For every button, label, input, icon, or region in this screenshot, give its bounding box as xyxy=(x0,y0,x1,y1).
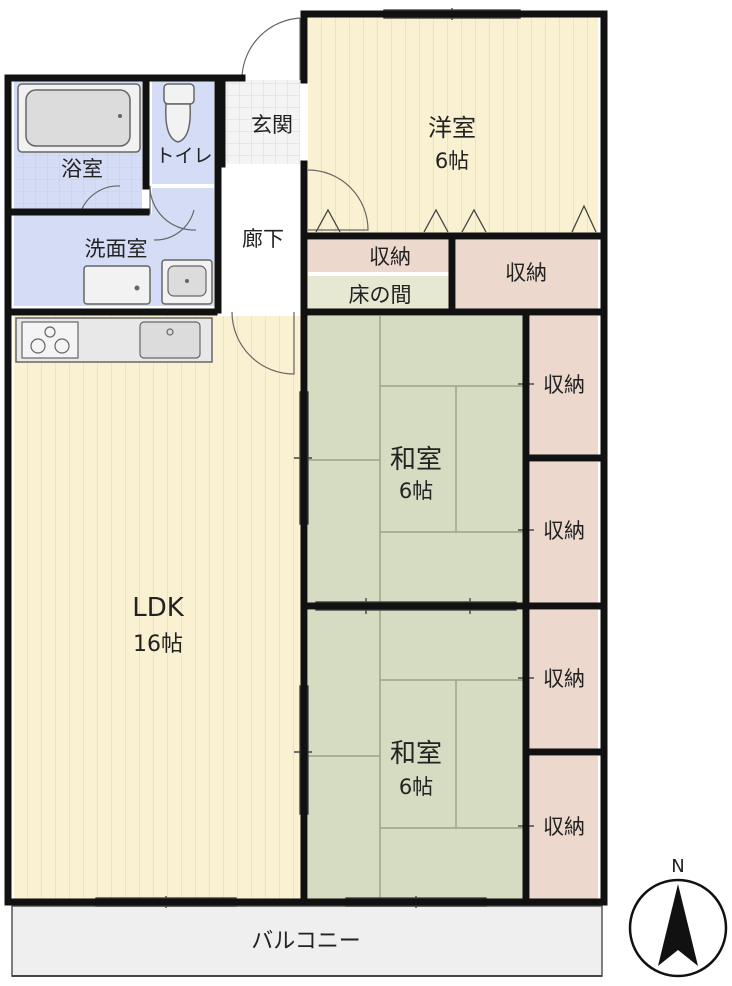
closet-right-floor xyxy=(456,240,598,310)
entrance-floor xyxy=(224,80,300,164)
closet-side-2-floor xyxy=(530,462,598,604)
western-room-floor xyxy=(308,14,598,234)
label-washitsu-lower-size: 6帖 xyxy=(399,775,433,799)
label-balcony: バルコニー xyxy=(251,929,361,954)
washitsu-lower-floor xyxy=(308,610,524,900)
balcony-floor xyxy=(11,905,603,977)
kitchen-counter xyxy=(15,317,213,363)
ldk-floor xyxy=(14,316,302,900)
closet-side-1-floor xyxy=(530,316,598,456)
tatami-lines-lower xyxy=(308,610,524,900)
closet-hall-floor xyxy=(308,240,450,272)
label-closet-hall: 収納 xyxy=(369,245,411,269)
label-closet-side-1: 収納 xyxy=(543,373,585,397)
washroom-floor-upper xyxy=(152,188,214,218)
label-hallway: 廊下 xyxy=(242,227,284,251)
closet-side-3-floor xyxy=(530,610,598,750)
washing-machine-pan xyxy=(83,265,151,305)
bathtub xyxy=(17,83,141,153)
label-ldk-size: 16帖 xyxy=(133,632,183,657)
compass-north-label: N xyxy=(671,856,684,877)
closet-side-4-floor xyxy=(530,756,598,900)
compass: N xyxy=(628,856,728,978)
label-western-room-size: 6帖 xyxy=(435,149,469,173)
walls xyxy=(4,10,608,906)
north-arrow-icon xyxy=(658,884,698,966)
tatami-lines-upper xyxy=(308,316,524,604)
label-western-room: 洋室 xyxy=(428,114,476,142)
label-ldk: LDK xyxy=(132,593,185,623)
hallway-floor xyxy=(224,164,304,310)
label-toilet: トイレ xyxy=(155,145,212,167)
label-closet-side-2: 収納 xyxy=(543,519,585,543)
label-washitsu-upper-size: 6帖 xyxy=(399,479,433,503)
label-closet-side-4: 収納 xyxy=(543,815,585,839)
label-washitsu-upper: 和室 xyxy=(390,445,442,475)
door-swings xyxy=(79,17,369,375)
wash-basin xyxy=(161,259,213,305)
fold-doors xyxy=(315,204,597,233)
label-entrance: 玄関 xyxy=(251,113,293,137)
label-closet-side-3: 収納 xyxy=(543,667,585,691)
label-washitsu-lower: 和室 xyxy=(390,739,442,769)
label-closet-right: 収納 xyxy=(505,261,547,285)
label-tokonoma: 床の間 xyxy=(349,283,412,307)
toilet-fixture xyxy=(163,83,195,143)
label-bath: 浴室 xyxy=(61,157,103,181)
label-washroom: 洗面室 xyxy=(85,237,148,261)
tokonoma-floor xyxy=(308,276,450,310)
